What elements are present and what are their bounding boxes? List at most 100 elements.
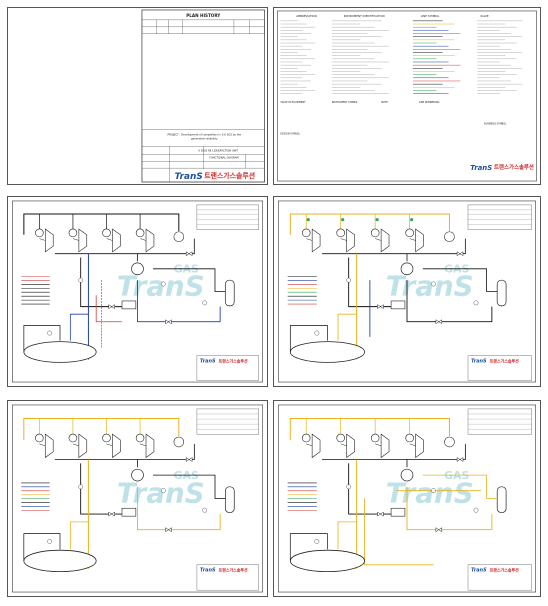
heat-exchanger-symbol [102, 228, 111, 238]
valve-symbol [185, 251, 193, 257]
heat-exchanger-symbol [135, 228, 145, 238]
aftercooler-symbol [173, 231, 185, 242]
compressor-symbol [145, 228, 155, 253]
compressor-symbol [380, 228, 390, 253]
heat-exchanger-symbol [135, 433, 145, 443]
heat-exchanger-symbol [102, 433, 111, 443]
company-logo-korean: 트랜스가스솔루션 [490, 358, 519, 363]
separator-vessel [496, 486, 507, 513]
legend-sub-line-numbering: LINE NUMBERING [419, 101, 440, 104]
expander-box [121, 300, 137, 310]
instrument-bubble [78, 484, 84, 490]
aftercooler-symbol [444, 231, 455, 242]
compressor-symbol [145, 433, 155, 459]
main-header-line [23, 418, 180, 441]
compressor-symbol [380, 433, 390, 459]
drawing-title: FUNCTIONAL DIAGRAM [209, 155, 238, 159]
legend-header-valve: VALVE [480, 14, 489, 18]
valve-symbol [456, 457, 464, 462]
compressor-symbol [346, 228, 355, 253]
company-logo: TranS [471, 568, 487, 574]
valve-symbol [108, 304, 115, 310]
title-block-top [467, 204, 532, 230]
expander-box [121, 507, 137, 517]
lng-cargo-tank [23, 341, 97, 363]
instrument-bubble [47, 539, 53, 544]
valve-symbol [456, 251, 464, 257]
legend-sub-business-symbol: BUSINESS SYMBOL [484, 123, 507, 126]
valve-symbol [165, 319, 172, 325]
watermark-gas: GAS [444, 469, 469, 482]
main-header-line [23, 213, 180, 235]
title-block-top [196, 204, 259, 230]
instrument-bubble [314, 539, 320, 544]
main-header-line [289, 418, 450, 441]
plan-history-title: PLAN HISTORY [186, 13, 221, 18]
valve-symbol [435, 319, 443, 325]
svg-text:TranS: TranS [175, 172, 203, 182]
sheet-legend: ABBREVIATION INSTRUMENT IDENTIFICATION L… [273, 7, 541, 185]
heat-exchanger-symbol [370, 433, 380, 443]
heat-exchanger-symbol [336, 228, 345, 238]
heat-exchanger-symbol [405, 228, 414, 238]
company-logo: TranS [200, 358, 216, 364]
instrument-bubble [473, 300, 479, 306]
instrument-bubble [78, 277, 84, 283]
compressor-symbol [311, 433, 321, 459]
instrument-bubble [346, 484, 352, 490]
project-line-1: PROJECT : Development of competition in … [168, 133, 242, 137]
main-header-line [289, 213, 450, 235]
valve-symbol [377, 511, 384, 517]
cold-box-exchanger [131, 468, 144, 482]
legend-header-line-symbol: LINE SYMBOL [421, 14, 440, 18]
sheet-plan-history: PLAN HISTORY PROJECT : Development of co… [7, 7, 268, 185]
expander-box [390, 300, 406, 310]
compressor-symbol [78, 433, 88, 459]
separator-vessel [224, 486, 235, 513]
watermark-logo: TranS [117, 269, 205, 302]
cold-box-exchanger [400, 262, 414, 276]
compressor-symbol [112, 433, 121, 459]
valve-symbol [377, 304, 384, 310]
compressor-symbol [78, 228, 88, 253]
expander-box [390, 507, 406, 517]
svg-text:TranS: TranS [470, 164, 492, 172]
company-logo: TranS 트랜스가스솔루션 [170, 169, 264, 182]
compressor-symbol [44, 433, 54, 459]
compressor-symbol [415, 228, 424, 253]
title-block-bottom [467, 564, 532, 591]
company-logo: TranS 트랜스가스솔루션 [470, 163, 534, 172]
company-logo: TranS [471, 358, 487, 364]
heat-exchanger-symbol [301, 228, 311, 238]
heat-exchanger-symbol [370, 228, 380, 238]
valve-symbol [435, 527, 443, 533]
heat-exchanger-symbol [301, 433, 311, 443]
lng-cargo-tank [289, 341, 365, 363]
aftercooler-symbol [444, 436, 455, 448]
instrument-bubble [202, 300, 208, 306]
compressor-symbol [44, 228, 54, 253]
company-logo-korean: 트랜스가스솔루션 [490, 568, 519, 573]
title-block-top [467, 408, 532, 435]
separator-vessel [224, 279, 235, 307]
svg-text:트랜스가스솔루션: 트랜스가스솔루션 [494, 163, 534, 171]
instrument-bubble [47, 330, 53, 336]
cold-box-exchanger [400, 468, 414, 482]
instrument-bubble [431, 488, 436, 494]
plan-history-drawing: PLAN HISTORY PROJECT : Development of co… [141, 9, 265, 183]
instrument-bubble [473, 507, 479, 513]
project-line-2: ganerative reliability [191, 137, 218, 141]
legend-sub-note: NOTE [381, 101, 388, 104]
valve-symbol [165, 527, 172, 533]
watermark-gas: GAS [174, 469, 199, 482]
heat-exchanger-symbol [405, 433, 414, 443]
legend-sub-valve-equipment: VALVE IN EQUIPMENT [280, 101, 306, 104]
instrument-bubble [202, 507, 208, 513]
